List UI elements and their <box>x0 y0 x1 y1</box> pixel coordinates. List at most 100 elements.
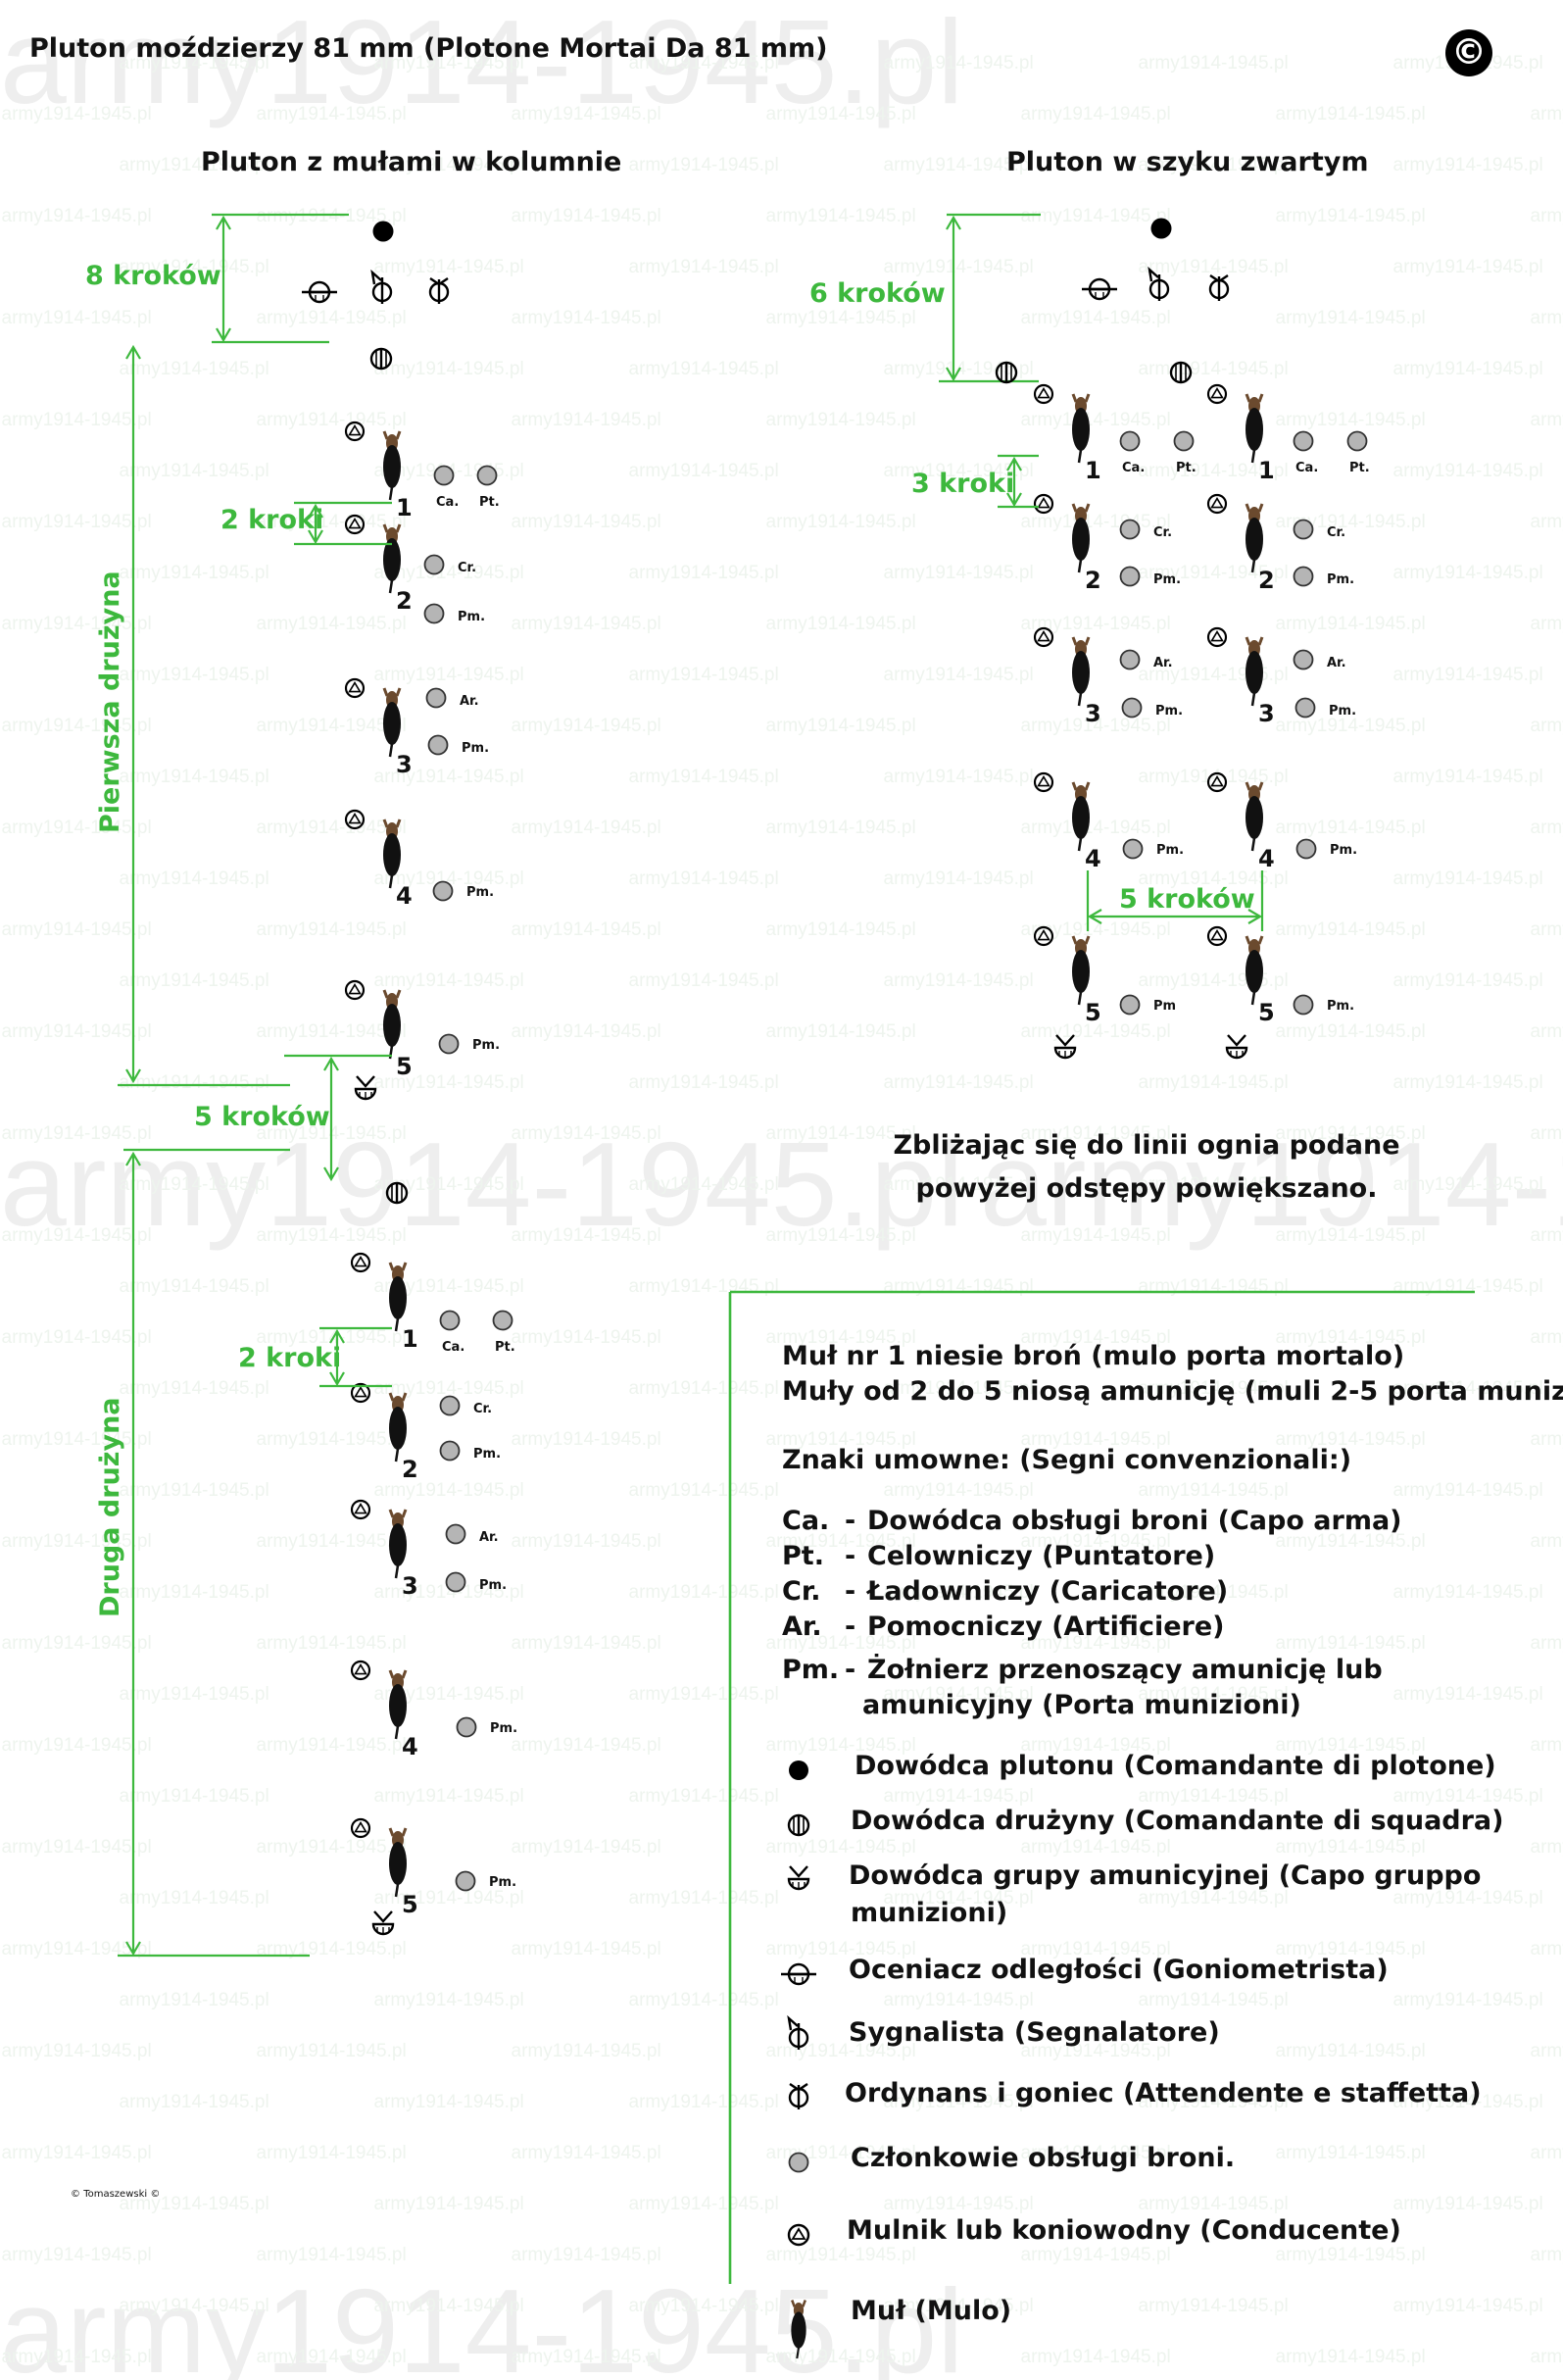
squad2-row-1-mule-number: 1 <box>402 1325 418 1353</box>
right-col1-row-4-mule-number: 4 <box>1085 845 1101 872</box>
abbr-desc-3: Ładowniczy (Caricatore) <box>867 1576 1229 1607</box>
crew-member-icon <box>492 1310 513 1331</box>
mule-driver-icon <box>1206 383 1228 405</box>
squad1-row-2-crew-label: Cr. <box>458 561 477 575</box>
ammo-group-leader-icon <box>1053 1034 1077 1060</box>
squad2-row-2-crew-label: Pm. <box>473 1447 502 1462</box>
legend-symbol-text-7: Członkowie obsługi broni. <box>851 2143 1236 2173</box>
crew-member-icon <box>432 880 454 902</box>
legend-symbol-text-2: Dowódca drużyny (Comandante di squadra) <box>851 1806 1504 1836</box>
crew-member-icon <box>1293 566 1314 587</box>
squad2-row-3-crew-label: Ar. <box>479 1530 499 1545</box>
squad-leader-icon <box>1169 361 1193 384</box>
crew-member-icon <box>1293 994 1314 1016</box>
left-arrow-squad1-head-b <box>125 1068 141 1084</box>
abbr-dash-3: - <box>845 1576 856 1607</box>
left-heading: Pluton z mułami w kolumnie <box>201 147 622 177</box>
mule-icon <box>1071 503 1091 573</box>
right-col2-row-3-mule-number: 3 <box>1258 700 1275 727</box>
squad2-row-3-mule-number: 3 <box>402 1572 418 1600</box>
platoon-commander-icon <box>789 1760 808 1780</box>
mule-driver-icon <box>1033 925 1054 947</box>
squad1-row-3-mule-number: 3 <box>396 751 413 778</box>
mule-icon <box>388 1509 408 1579</box>
squad1-row-4-mule-number: 4 <box>396 882 413 910</box>
squad2-row-2-crew-label: Cr. <box>473 1402 493 1416</box>
mule-driver-icon <box>1033 493 1054 515</box>
signs-title: Znaki umowne: (Segni convenzionali:) <box>782 1445 1352 1475</box>
legend-symbol-text-3: Dowódca grupy amunicyjnej (Capo gruppo <box>849 1860 1482 1891</box>
orderly-icon <box>428 277 450 304</box>
rangefinder-icon <box>1082 277 1117 301</box>
mule-driver-icon <box>350 1817 371 1839</box>
mule-icon <box>1245 935 1264 1006</box>
right-col2-row-4-mule-number: 4 <box>1258 845 1275 872</box>
right-arrow-3-head-b <box>1006 492 1022 508</box>
mule-driver-icon <box>1206 493 1228 515</box>
left-arrow-2a-head-b <box>308 529 323 545</box>
squad2-row-1-crew-label: Ca. <box>442 1340 465 1355</box>
mule-icon <box>1245 503 1264 573</box>
abbr-key-2: Pt. <box>782 1541 824 1571</box>
crew-member-icon <box>1119 519 1141 540</box>
mule-driver-icon <box>1206 771 1228 793</box>
right-arrow-6-head-b <box>946 367 961 382</box>
squad-leader-icon <box>369 347 393 371</box>
crew-member-icon <box>423 603 445 624</box>
crew-member-icon <box>433 465 455 486</box>
left-arrow-8-head-b <box>216 327 231 343</box>
left-arrow-squad1-head-a <box>125 344 141 360</box>
right-col1-row-5-crew-label: Pm <box>1153 999 1177 1014</box>
mule-icon <box>1245 781 1264 852</box>
squad1-label: Pierwsza drużyna <box>95 570 125 833</box>
ammo-group-leader-icon <box>371 1910 395 1936</box>
crew-member-icon <box>445 1523 466 1545</box>
abbr-desc-4: Pomocniczy (Artificiere) <box>867 1611 1225 1642</box>
mule-icon <box>382 818 402 889</box>
mule-driver-icon <box>350 1499 371 1520</box>
mule-driver-icon <box>350 1382 371 1404</box>
mule-driver-icon <box>1206 626 1228 648</box>
mule-driver-icon <box>787 2223 810 2247</box>
mule-driver-icon <box>1033 383 1054 405</box>
crew-member-icon <box>1121 697 1143 719</box>
right-heading: Pluton w szyku zwartym <box>1006 147 1369 177</box>
squad1-row-4-crew-label: Pm. <box>466 885 495 900</box>
mule-icon <box>1245 636 1264 707</box>
pm-cont: amunicyjny (Porta munizioni) <box>862 1690 1301 1720</box>
approach-note: Zbliżając się do linii ognia podane powy… <box>893 1130 1400 1204</box>
mule-driver-icon <box>344 809 366 830</box>
legend-symbol-text-4: Oceniacz odległości (Goniometrista) <box>849 1955 1389 1985</box>
right-col1-row-3-mule-number: 3 <box>1085 700 1101 727</box>
author-name: Tomaszewski <box>83 2189 148 2200</box>
crew-member-icon <box>439 1395 461 1416</box>
squad1-row-5-crew-label: Pm. <box>472 1038 501 1053</box>
mule-icon <box>1245 393 1264 464</box>
abbr-dash-2: - <box>845 1541 856 1571</box>
left-arrow-2b-head-b <box>329 1371 345 1387</box>
ammo-cont: munizioni) <box>851 1898 1008 1928</box>
right-col1-row-2-crew-label: Pm. <box>1153 572 1182 587</box>
right-col1-row-2-mule-number: 2 <box>1085 567 1101 594</box>
squad-leader-icon <box>995 361 1018 384</box>
squad1-row-3-crew-label: Pm. <box>462 741 490 756</box>
mule-driver-icon <box>1206 925 1228 947</box>
left-arrow-5-head-b <box>323 1166 339 1182</box>
abbr-dash-4: - <box>845 1611 856 1642</box>
mule-icon <box>382 989 402 1060</box>
abbr-desc-5: Żołnierz przenoszący amunicję lub <box>867 1655 1383 1685</box>
crew-member-icon <box>455 1870 476 1892</box>
mule-icon <box>388 1669 408 1740</box>
rangefinder-icon <box>302 280 337 304</box>
signaller-icon <box>787 2014 809 2050</box>
mule-driver-icon <box>1033 771 1054 793</box>
left-arrow-5-head-a <box>323 1056 339 1071</box>
squad1-row-2-mule-number: 2 <box>396 587 413 615</box>
crew-member-icon <box>1293 430 1314 452</box>
right-arrow-5-head-a <box>1087 909 1102 924</box>
squad2-row-3-crew-label: Pm. <box>479 1578 508 1593</box>
crew-member-icon <box>1346 430 1368 452</box>
mule-icon <box>388 1392 408 1463</box>
crew-member-icon <box>438 1033 460 1055</box>
crew-member-icon <box>456 1716 477 1738</box>
